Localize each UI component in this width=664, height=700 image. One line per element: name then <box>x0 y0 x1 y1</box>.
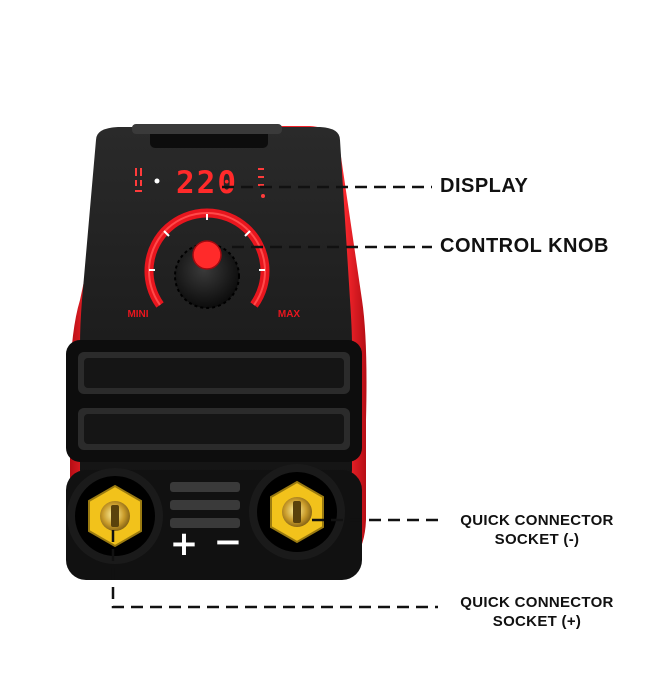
callout-control-knob-text: CONTROL KNOB <box>440 235 609 257</box>
indicator-dot <box>154 178 160 184</box>
callout-socket-negative-line1: QUICK CONNECTOR <box>460 512 614 529</box>
ventilation-grill <box>66 340 362 462</box>
callout-control-knob: CONTROL KNOB <box>440 235 609 258</box>
leader-lines <box>111 185 438 609</box>
callout-socket-positive-line1: QUICK CONNECTOR <box>460 594 614 611</box>
knob-max-label: MAX <box>278 309 301 320</box>
minus-symbol: − <box>214 522 243 562</box>
display-readout: 220 <box>176 165 238 201</box>
plus-symbol: + <box>170 524 199 564</box>
callout-socket-positive-line2: SOCKET (+) <box>492 613 582 630</box>
knob-min-label: MINI <box>127 309 148 320</box>
digital-display: 220 <box>135 165 265 201</box>
callout-socket-negative: QUICK CONNECTOR SOCKET (-) <box>447 511 627 549</box>
control-knob[interactable] <box>144 208 270 328</box>
callout-display-text: DISPLAY <box>440 175 529 197</box>
indicator-marks <box>135 168 265 198</box>
knob-ticks <box>149 214 265 271</box>
callout-display: DISPLAY <box>440 175 528 198</box>
socket-positive[interactable] <box>67 468 163 564</box>
leader-socket-positive <box>111 530 438 609</box>
callout-socket-positive: QUICK CONNECTOR SOCKET (+) <box>447 593 627 631</box>
socket-negative[interactable] <box>249 464 345 560</box>
callout-socket-negative-line2: SOCKET (-) <box>494 531 580 548</box>
